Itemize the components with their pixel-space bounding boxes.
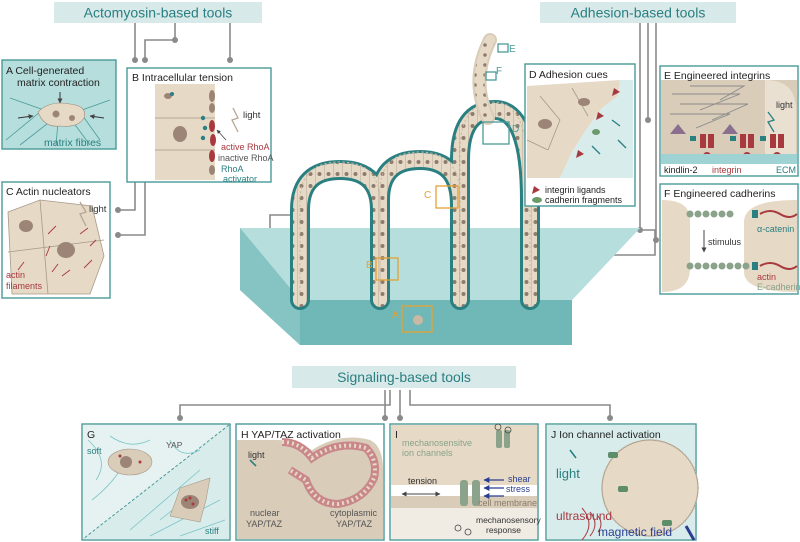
panel-a-matrix-label: matrix fibres bbox=[44, 137, 101, 149]
panel-d-legend-ligands: integrin ligands bbox=[545, 185, 606, 195]
marker-c-label: C bbox=[424, 190, 431, 201]
panel-c-light: light bbox=[89, 204, 107, 215]
panel-d-title: D Adhesion cues bbox=[529, 69, 608, 81]
panel-e-integrin: integrin bbox=[712, 165, 742, 175]
panel-a-title-2: matrix contraction bbox=[17, 77, 100, 89]
panel-a: A Cell-generated matrix contraction matr… bbox=[1, 59, 117, 150]
panel-g-stiff: stiff bbox=[205, 526, 219, 536]
panel-b-title: B Intracellular tension bbox=[132, 72, 233, 84]
panel-h: H YAP/TAZ activation light nuclear YAP/T… bbox=[235, 423, 385, 541]
panel-i-channels-1: mechanosensitve bbox=[402, 438, 472, 448]
panel-c-actin-2: filaments bbox=[6, 281, 43, 291]
panel-e-kindlin: kindlin-2 bbox=[664, 165, 698, 175]
panel-j-title: J Ion channel activation bbox=[551, 429, 661, 441]
panel-i-membrane: cell membrane bbox=[478, 498, 537, 508]
panel-h-light: light bbox=[248, 450, 265, 460]
panel-e: E Engineered integrins light kindlin-2 i… bbox=[659, 65, 799, 177]
panel-h-nuclear-2: YAP/TAZ bbox=[246, 519, 283, 529]
marker-d-label: D bbox=[512, 124, 519, 135]
header-adhesion: Adhesion-based tools bbox=[540, 2, 736, 23]
header-signaling: Signaling-based tools bbox=[292, 366, 516, 388]
panel-b-activator-1: RhoA bbox=[221, 164, 244, 174]
panel-c: C Actin nucleators light actin filaments bbox=[1, 181, 111, 299]
panel-g-title: G bbox=[87, 429, 95, 441]
panel-f-cadherin: E-cadherin bbox=[757, 282, 800, 292]
panel-f-catenin: α-catenin bbox=[757, 224, 794, 234]
panel-i-shear-2: stress bbox=[506, 484, 531, 494]
marker-b-label: B bbox=[366, 260, 373, 271]
panel-h-nuclear-1: nuclear bbox=[250, 508, 280, 518]
panel-i-channels-2: ion channels bbox=[402, 448, 453, 458]
header-actomyosin-text: Actomyosin-based tools bbox=[84, 5, 233, 21]
marker-e-label: E bbox=[509, 44, 516, 55]
panel-d: D Adhesion cues integrin ligands cadheri… bbox=[524, 63, 636, 207]
panel-f: F Engineered cadherins stimulus α-cateni… bbox=[659, 183, 800, 295]
panel-i: I mechanosensitve ion channels tension s… bbox=[389, 423, 541, 541]
panel-i-title: I bbox=[395, 429, 398, 441]
panel-g: G soft YAP stiff bbox=[81, 423, 231, 541]
panel-a-title-1: A Cell-generated bbox=[6, 65, 84, 77]
panel-i-response-1: mechanosensory bbox=[476, 515, 541, 525]
panel-b: B Intracellular tension light active Rho… bbox=[126, 67, 274, 184]
panel-f-actin: actin bbox=[757, 272, 776, 282]
panel-i-tension: tension bbox=[408, 476, 437, 486]
panel-b-light: light bbox=[243, 110, 261, 121]
panel-d-legend-cadherin: cadherin fragments bbox=[545, 195, 623, 205]
marker-a-label: A bbox=[392, 310, 399, 321]
panel-h-cyto-2: YAP/TAZ bbox=[336, 519, 373, 529]
panel-e-ecm: ECM bbox=[776, 165, 796, 175]
panel-b-inactive: inactive RhoA bbox=[218, 153, 274, 163]
panel-g-yap: YAP bbox=[166, 440, 183, 450]
panel-i-shear-1: shear bbox=[508, 474, 531, 484]
panel-c-title: C Actin nucleators bbox=[6, 186, 91, 198]
header-adhesion-text: Adhesion-based tools bbox=[571, 5, 706, 21]
panel-j-light: light bbox=[556, 466, 580, 481]
panel-h-title: H YAP/TAZ activation bbox=[241, 429, 341, 441]
panel-i-response-2: response bbox=[486, 525, 521, 535]
panel-j-ultrasound: ultrasound bbox=[556, 509, 612, 523]
panel-e-title: E Engineered integrins bbox=[664, 70, 770, 82]
header-signaling-text: Signaling-based tools bbox=[337, 369, 471, 385]
panel-e-light: light bbox=[776, 100, 793, 110]
panel-f-stimulus: stimulus bbox=[708, 237, 742, 247]
panel-j: J Ion channel activation light ultrasoun… bbox=[545, 423, 699, 541]
panel-f-title: F Engineered cadherins bbox=[664, 188, 776, 200]
header-actomyosin: Actomyosin-based tools bbox=[54, 2, 262, 23]
panel-g-soft: soft bbox=[87, 446, 102, 456]
panel-b-active: active RhoA bbox=[221, 142, 270, 152]
center-tissue bbox=[240, 33, 640, 345]
panel-c-actin-1: actin bbox=[6, 270, 25, 280]
center-marker-labels: A B C D E F bbox=[366, 44, 519, 321]
panel-h-cyto-1: cytoplasmic bbox=[330, 508, 378, 518]
panel-b-activator-2: activator bbox=[223, 174, 257, 184]
marker-f-label: F bbox=[496, 66, 502, 77]
panel-j-magnetic: magnetic field bbox=[598, 525, 672, 539]
